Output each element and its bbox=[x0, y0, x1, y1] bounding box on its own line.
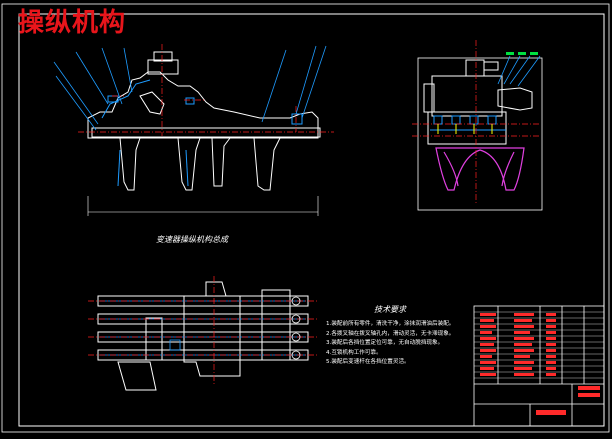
top-view-rail-ends bbox=[291, 296, 301, 360]
top-view-red bbox=[88, 276, 318, 384]
side-view-envelope bbox=[417, 57, 543, 211]
tech-req-line: 1.装配前所有零件，清洗干净，涂抹润滑油后装配。 bbox=[326, 321, 455, 327]
top-view-bracket bbox=[183, 281, 241, 377]
fork-4 bbox=[253, 137, 281, 191]
side-view-yellow bbox=[437, 124, 493, 134]
fork-3 bbox=[211, 137, 231, 187]
top-view-cyan bbox=[100, 300, 306, 356]
parts-list-rows bbox=[474, 311, 604, 379]
inner-frame bbox=[18, 13, 605, 427]
side-view-cyan-details bbox=[430, 115, 506, 131]
side-view-magenta-fork bbox=[435, 147, 525, 191]
tech-req-list: 1.装配前所有零件，清洗干净，涂抹润滑油后装配。 2.各拨叉轴在拨叉轴孔内，滑动… bbox=[326, 320, 454, 368]
side-view-yoke bbox=[497, 87, 533, 111]
lever-arm bbox=[139, 91, 165, 115]
top-view-block bbox=[145, 317, 163, 361]
fork-1 bbox=[119, 137, 141, 191]
parts-list-red-entries bbox=[480, 313, 600, 415]
front-view-dimension bbox=[87, 196, 319, 216]
tech-req-line: 4.互锁机构工作可靠。 bbox=[326, 349, 382, 356]
side-view-knob bbox=[483, 61, 499, 71]
side-view-leaders bbox=[497, 55, 541, 87]
front-view-caption: 变速器操纵机构总成 bbox=[156, 235, 228, 244]
side-view-housing bbox=[431, 75, 503, 117]
front-view-centerlines bbox=[78, 44, 334, 136]
side-view bbox=[417, 57, 543, 211]
top-view bbox=[97, 281, 309, 391]
side-view-green bbox=[506, 52, 538, 55]
tech-req-line: 2.各拨叉轴在拨叉轴孔内，滑动灵活，无卡滞现象。 bbox=[326, 330, 455, 337]
shift-rail-main bbox=[91, 127, 321, 138]
side-view-block bbox=[427, 111, 507, 145]
front-view-leaders bbox=[53, 45, 327, 131]
shift-cap bbox=[153, 51, 173, 62]
fork-2 bbox=[177, 137, 201, 191]
tech-req-line: 3.装配后各挡位置定位可靠，无自动脱挡现象。 bbox=[326, 340, 444, 347]
side-view-red-details bbox=[412, 40, 540, 204]
top-view-plate bbox=[117, 361, 157, 391]
tech-req-line: 5.装配后变速杆在各挡位置灵活。 bbox=[326, 359, 410, 366]
tech-req-heading: 技术要求 bbox=[374, 305, 406, 314]
front-view bbox=[87, 51, 321, 191]
drawing-title: 操纵机构 bbox=[18, 8, 127, 38]
shift-tower bbox=[147, 59, 179, 75]
side-view-top bbox=[465, 59, 485, 77]
outer-frame bbox=[1, 3, 610, 433]
